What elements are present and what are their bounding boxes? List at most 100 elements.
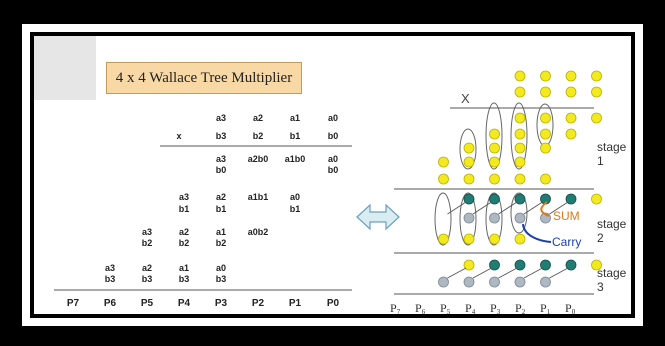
yellow-dot: [540, 112, 551, 124]
cell: b0: [327, 165, 339, 175]
cell: a1: [289, 113, 300, 123]
carry-link: [498, 267, 518, 279]
stage-label: stage 3: [597, 266, 627, 294]
cell: a0: [215, 263, 226, 273]
yellow-dot: [591, 112, 602, 124]
product-label: P3: [214, 298, 228, 309]
product-label: P1: [288, 298, 302, 309]
yellow-dot: [463, 142, 475, 154]
yellow-dot: [565, 86, 577, 98]
yellow-dot: [591, 259, 602, 271]
carry-dot: [514, 212, 526, 224]
sum-label: SUM: [553, 209, 580, 223]
stage1-groups: [459, 102, 554, 170]
yellow-dot: [565, 112, 577, 124]
cell: a1: [178, 263, 189, 273]
output-bits: P7 P6 P5 P4 P3 P2 P1 P0: [390, 301, 576, 314]
cell: a2: [252, 113, 263, 123]
cell: b0: [215, 165, 227, 175]
carry-dot: [463, 276, 475, 288]
cell: b3: [215, 274, 227, 284]
yellow-dot: [591, 70, 602, 82]
cell: b0: [327, 131, 339, 141]
cell: b3: [215, 131, 227, 141]
gray-corner-block: [34, 36, 96, 100]
output-bit: P6: [415, 301, 426, 314]
yellow-dot: [463, 156, 475, 168]
cell: a0: [327, 113, 338, 123]
yellow-dot: [540, 173, 551, 185]
sum-dot: [540, 259, 551, 271]
cell: b1: [178, 204, 190, 214]
cell: b3: [104, 274, 116, 284]
output-bit: P1: [540, 301, 551, 314]
stage-label: stage 2: [597, 217, 627, 245]
cell: a1b0: [284, 154, 306, 164]
sum-dot: [514, 193, 526, 205]
group-oval: [485, 192, 503, 246]
slide-canvas: 4 x 4 Wallace Tree Multiplier x a3 a2 a1…: [34, 36, 631, 314]
cell: a0: [289, 192, 300, 202]
yellow-dot: [489, 233, 500, 245]
yellow-dot: [514, 173, 526, 185]
yellow-dot: [514, 156, 526, 168]
output-bit: P7: [390, 301, 401, 314]
dot-layer: [438, 70, 602, 288]
cell: b1: [215, 204, 227, 214]
cell: a3: [104, 263, 115, 273]
carry-link: [472, 201, 492, 215]
yellow-dot: [438, 173, 449, 185]
carry-label: Carry: [552, 235, 581, 249]
yellow-dot: [591, 86, 602, 98]
cell: a2b0: [247, 154, 269, 164]
cell: b2: [215, 238, 227, 248]
product-label: P4: [177, 298, 191, 309]
carry-dot: [514, 276, 526, 288]
times-symbol: X: [461, 91, 470, 106]
carry-dot: [463, 212, 475, 224]
cell: b2: [178, 238, 190, 248]
carry-link: [549, 267, 569, 279]
product-label: P2: [251, 298, 265, 309]
sum-pointer: [540, 201, 550, 217]
yellow-dot: [489, 156, 500, 168]
cell: a1: [215, 227, 226, 237]
carry-dot: [489, 276, 500, 288]
stage2-groups: [434, 192, 528, 246]
yellow-dot: [489, 142, 500, 154]
cell: a2: [215, 192, 226, 202]
yellow-dot: [540, 128, 551, 140]
carry-dot: [489, 212, 500, 224]
output-bit: P0: [565, 301, 576, 314]
yellow-dot: [463, 233, 475, 245]
sum-dot: [463, 193, 475, 205]
group-oval: [510, 102, 528, 170]
product-label: P7: [66, 298, 80, 309]
cell: a3: [215, 113, 226, 123]
group-oval: [536, 103, 554, 147]
yellow-dot: [489, 173, 500, 185]
carry-link: [549, 201, 569, 215]
yellow-dot: [565, 70, 577, 82]
cell: b3: [178, 274, 190, 284]
cell: b1: [289, 204, 301, 214]
output-bit: P5: [440, 301, 451, 314]
sum-dot: [489, 259, 500, 271]
yellow-dot: [514, 86, 526, 98]
sum-dot: [565, 259, 577, 271]
group-oval: [459, 192, 477, 246]
carry-dot: [438, 276, 449, 288]
yellow-dot: [514, 142, 526, 154]
cell: b2: [141, 238, 153, 248]
carry-link: [523, 201, 543, 215]
yellow-dot: [540, 86, 551, 98]
cell: b1: [289, 131, 301, 141]
sum-dot: [514, 259, 526, 271]
slide-title: 4 x 4 Wallace Tree Multiplier: [106, 62, 302, 94]
yellow-dot: [591, 193, 602, 205]
stage-label: stage 1: [597, 140, 627, 168]
group-oval: [434, 192, 452, 246]
cell: a3: [141, 227, 152, 237]
wallace-tree-diagram: X SUM Carry P7 P6 P5 P4 P3: [54, 70, 602, 314]
output-bit: P3: [490, 301, 501, 314]
